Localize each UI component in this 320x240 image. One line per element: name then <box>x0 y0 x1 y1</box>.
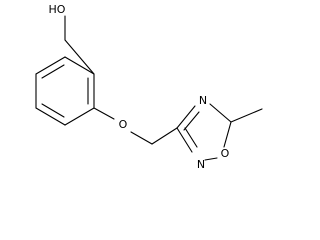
bond-ring-1 <box>35 56 66 75</box>
ether-oxygen-label: O <box>119 118 128 131</box>
bond-c5-methyl <box>230 108 263 123</box>
bond-ring-to-ch2 <box>64 39 95 75</box>
molecule-drawing: HO O N N O <box>35 3 263 171</box>
bond-c3-n4-double <box>183 111 200 131</box>
bond-c5-o1 <box>223 121 232 148</box>
hydroxyl-label: HO <box>49 3 66 16</box>
bond-c3-n4 <box>176 105 196 129</box>
bond-n4-c5 <box>209 103 232 123</box>
bond-ether-o-to-ch2 <box>130 131 153 145</box>
bond-ch2-to-oxadiazole <box>151 127 178 145</box>
bond-o1-n2 <box>204 157 218 161</box>
bond-ring-double-3 <box>41 103 65 118</box>
bond-n2-c3-double <box>184 127 198 148</box>
benzene-ring <box>35 56 95 126</box>
ring-n4-label: N <box>199 94 207 107</box>
bond-ring-to-ether-o <box>93 107 115 120</box>
bond-ring-double-1 <box>41 64 65 79</box>
oxadiazole-ring <box>176 103 232 161</box>
bond-n2-c3 <box>176 127 193 153</box>
structure-diagram: HO O N N O <box>35 3 263 171</box>
bond-ring-5 <box>35 107 66 126</box>
bond-ring-4 <box>64 107 95 126</box>
ring-o1-label: O <box>221 147 230 160</box>
bond-ring-2 <box>64 56 95 75</box>
ring-n2-label: N <box>197 158 205 171</box>
